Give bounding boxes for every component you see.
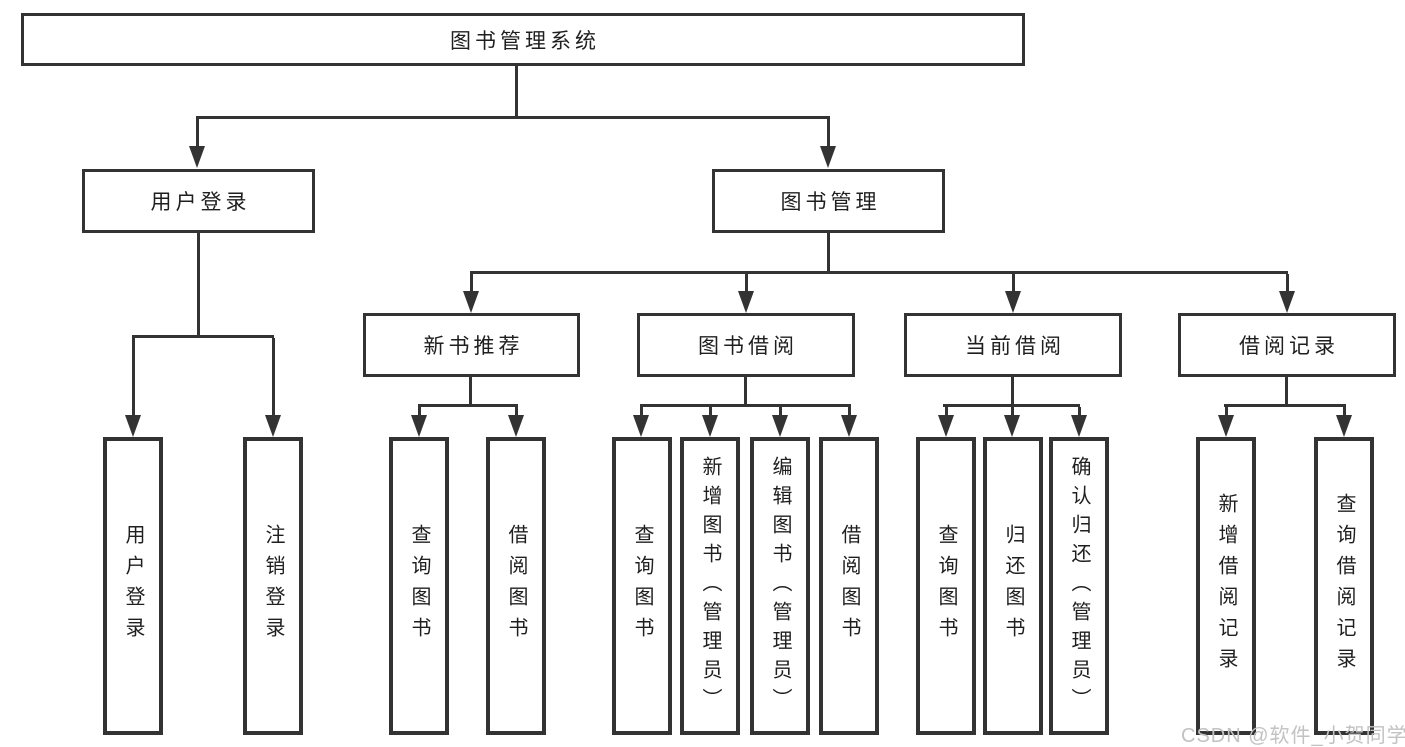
leaf-br-query-record: 查询借阅记录 [1314,437,1374,735]
node-label: 图书管理系统 [450,29,600,53]
leaf-nbr-borrow-book: 借阅图书 [486,437,546,735]
node-label: 借阅图书 [505,524,527,648]
arrow-down-to-nbr-borrow [508,407,524,437]
arrow-down-to-current-borrow [1005,274,1021,313]
node-book-borrowing: 图书借阅 [637,313,855,377]
node-label: 借阅记录 [1239,335,1339,358]
node-borrowing-records: 借阅记录 [1178,313,1396,377]
arrow-down-to-bb-edit [772,407,788,437]
arrow-down-to-bb-query [633,407,649,437]
csdn-watermark: CSDN @软件_小贺同学 [1181,725,1405,747]
node-book-management: 图书管理 [712,169,945,233]
node-new-book-recommendation: 新书推荐 [363,313,580,377]
node-label: 查询图书 [631,524,653,648]
node-label: 图书管理 [780,191,881,214]
arrow-down-to-br-query [1336,407,1352,437]
node-label: 用户登录 [122,524,144,648]
arrow-down-to-bb-add [702,407,718,437]
connector-nbr-stem [469,377,472,406]
node-label: 借阅图书 [838,524,860,648]
connector-book-mgmt-stem [827,233,830,274]
node-label: 注销登录 [262,524,284,648]
node-label: 当前借阅 [965,335,1065,358]
node-label: 确认归还（管理员） [1068,455,1090,717]
connector-br-stem [1285,377,1288,406]
connector-cb-stem [1011,377,1014,406]
node-label: 新增图书（管理员） [699,455,721,717]
node-label: 用户登录 [150,191,251,214]
leaf-cb-return-book: 归还图书 [983,437,1043,735]
leaf-bb-edit-book-admin: 编辑图书（管理员） [750,437,810,735]
arrow-down-to-book-borrow [738,274,754,313]
arrow-down-to-cb-return [1004,407,1020,437]
arrow-down-to-user-login [189,119,205,168]
leaf-user-login: 用户登录 [103,437,163,735]
arrow-down-to-new-book-rec [463,274,479,313]
leaf-nbr-query-book: 查询图书 [389,437,449,735]
node-current-borrowing: 当前借阅 [904,313,1122,377]
leaf-logout-login: 注销登录 [243,437,303,735]
arrow-down-to-cb-query [938,407,954,437]
arrow-down-to-bb-borrow [841,407,857,437]
connector-root-stem [515,66,518,119]
leaf-bb-add-book-admin: 新增图书（管理员） [680,437,740,735]
node-library-management-system: 图书管理系统 [21,13,1025,66]
node-user-login: 用户登录 [82,169,315,233]
node-label: 查询图书 [935,524,957,648]
connector-cb-branch [943,404,1080,407]
node-label: 新增借阅记录 [1215,493,1237,679]
node-label: 归还图书 [1002,524,1024,648]
arrow-down-to-br-add [1218,407,1234,437]
arrow-down-to-nbr-query [411,407,427,437]
connector-br-branch [1224,404,1346,407]
arrow-down-to-leaf-user-login [125,338,141,437]
leaf-cb-query-book: 查询图书 [916,437,976,735]
node-label: 编辑图书（管理员） [769,455,791,717]
connector-nbr-branch [418,404,518,407]
connector-bb-stem [744,377,747,406]
node-label: 新书推荐 [423,335,524,358]
arrow-down-to-borrow-records [1279,274,1295,313]
node-label: 图书借阅 [698,335,798,358]
arrow-down-to-book-management [820,119,836,168]
leaf-bb-query-book: 查询图书 [612,437,672,735]
connector-user-login-stem [197,233,200,337]
leaf-br-add-record: 新增借阅记录 [1196,437,1256,735]
leaf-bb-borrow-book: 借阅图书 [819,437,879,735]
connector-root-branch [196,116,830,119]
node-label: 查询借阅记录 [1333,493,1355,679]
connector-bb-branch [640,404,851,407]
connector-user-login-branch [132,335,274,338]
leaf-cb-confirm-return-admin: 确认归还（管理员） [1049,437,1109,735]
arrow-down-to-leaf-logout [265,338,281,437]
arrow-down-to-cb-confirm [1071,407,1087,437]
connector-book-mgmt-branch [470,271,1288,274]
node-label: 查询图书 [408,524,430,648]
